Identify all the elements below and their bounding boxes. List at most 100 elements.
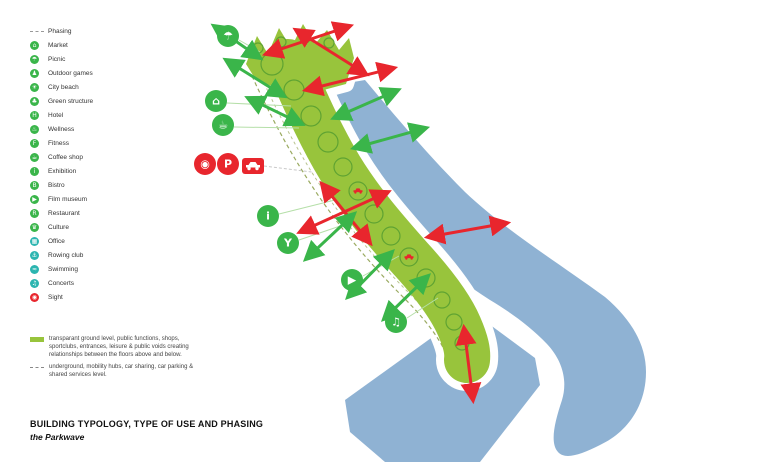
bubble-connector <box>233 126 300 129</box>
mini-car-icons <box>353 188 414 260</box>
program-circle <box>317 131 339 153</box>
svg-text:◉: ◉ <box>200 158 210 171</box>
legend-item-fitness: F Fitness <box>30 136 93 150</box>
svg-text:Y: Y <box>283 237 293 250</box>
legend-label: Outdoor games <box>48 69 93 77</box>
picnic-bubble-icon: ☂ <box>217 25 239 47</box>
svg-text:⌂: ⌂ <box>212 95 220 108</box>
fitness-icon: F <box>30 138 39 148</box>
office-icon: ▦ <box>30 236 39 246</box>
note-text: underground, mobility hubs, car sharing,… <box>49 364 194 379</box>
river-water <box>330 80 646 456</box>
legend-label: Swimming <box>48 265 78 273</box>
wellness-icon: ♨ <box>30 124 39 134</box>
market-icon: ⌂ <box>30 40 39 50</box>
legend-item-outdoor-games: ♟ Outdoor games <box>30 66 93 80</box>
legend-item-picnic: ☂ Picnic <box>30 52 93 66</box>
swimming-icon: ≈ <box>30 264 39 274</box>
legend-item-city-beach: ☀ City beach <box>30 80 93 94</box>
culture-icon: ♛ <box>30 222 39 232</box>
legend-item-hotel: H Hotel <box>30 108 93 122</box>
exhibition-icon: i <box>30 166 39 176</box>
legend-label: Sight <box>48 293 63 301</box>
legend-item-swimming: ≈ Swimming <box>30 262 93 276</box>
legend-label: Green structure <box>48 97 94 105</box>
note-text: transparant ground level, public functio… <box>49 336 189 358</box>
legend-label: Phasing <box>48 27 72 35</box>
legend-label: Exhibition <box>48 167 77 175</box>
hotel-icon: H <box>30 110 39 120</box>
coffee-bubble-icon: ☕ <box>212 114 234 136</box>
legend-item-film-museum: ▶Film museum <box>30 192 93 206</box>
concert-bubble-icon: ♫ <box>385 311 407 333</box>
legend-item-green-structure: ♣ Green structure <box>30 94 93 108</box>
legend-label: Culture <box>48 223 69 231</box>
notes: transparant ground level, public functio… <box>30 336 200 385</box>
program-bubbles: ☂ ⌂ ☕ iY ▶ ♫ ◉ P <box>194 25 407 333</box>
film-museum-bubble-icon: ▶ <box>341 269 363 291</box>
cluster-connector <box>263 165 313 173</box>
legend-label: Concerts <box>48 279 75 287</box>
green-flow-arrow <box>330 87 402 121</box>
green-flow-arrow <box>244 95 306 127</box>
legend-label: Office <box>48 237 65 245</box>
legend-label: Bistro <box>48 181 65 189</box>
coffee-shop-icon: ☕ <box>30 152 39 162</box>
legend-item-bistro: B Bistro <box>30 178 93 192</box>
legend-item-sight: ◉ Sight <box>30 290 93 304</box>
market-bubble-icon: ⌂ <box>205 90 227 112</box>
legend-item-exhibition: i Exhibition <box>30 164 93 178</box>
sight-bubble-icon: ◉ <box>194 153 216 175</box>
city-beach-icon: ☀ <box>30 82 39 92</box>
green-structure-icon: ♣ <box>30 96 39 106</box>
red-flow-arrow <box>301 61 399 97</box>
legend-label: Picnic <box>48 55 66 63</box>
legend-item-office: ▦ Office <box>30 234 93 248</box>
legend-item-coffee-shop: ☕ Coffee shop <box>30 150 93 164</box>
program-circle <box>399 247 419 267</box>
restaurant-icon: R <box>30 208 39 218</box>
ground-level-swatch <box>30 337 44 342</box>
car-sharing-bubble-icon <box>242 158 264 174</box>
bistro-icon: B <box>30 180 39 190</box>
svg-text:P: P <box>224 158 232 171</box>
red-flow-arrow <box>423 215 512 245</box>
phasing-dash-icon <box>30 30 44 32</box>
sight-icon: ◉ <box>30 292 39 302</box>
legend-label: Coffee shop <box>48 153 83 161</box>
rowing-club-icon: ⚓ <box>30 250 39 260</box>
legend: Phasing ⌂ Market ☂ Picnic ♟ Outdoor games ☀ City… <box>30 24 93 304</box>
legend-item-market: ⌂ Market <box>30 38 93 52</box>
red-flow-arrow <box>455 323 482 405</box>
picnic-icon: ☂ <box>30 54 39 64</box>
legend-label: Wellness <box>48 125 75 133</box>
legend-label: Film museum <box>48 195 88 203</box>
legend-label: Hotel <box>48 111 64 119</box>
program-circle <box>445 313 463 331</box>
svg-text:▶: ▶ <box>348 274 357 287</box>
svg-text:☕: ☕ <box>218 119 228 132</box>
legend-label: City beach <box>48 83 79 91</box>
outdoor-games-icon: ♟ <box>30 68 39 78</box>
green-flow-arrow <box>349 122 431 154</box>
note-ground-level: transparant ground level, public functio… <box>30 336 200 359</box>
page-subtitle: the Parkwave <box>30 432 85 442</box>
underground-dash-icon <box>30 367 44 369</box>
legend-label: Market <box>48 41 68 49</box>
program-circle <box>333 157 353 177</box>
legend-item-rowing-club: ⚓Rowing club <box>30 248 93 262</box>
exhibition-bubble-icon: i <box>257 205 279 227</box>
parking-bubble-icon: P <box>217 153 239 175</box>
legend-label: Fitness <box>48 139 69 147</box>
svg-text:i: i <box>266 210 270 223</box>
title-block: BUILDING TYPOLOGY, TYPE OF USE AND PHASI… <box>30 419 263 442</box>
legend-item-phasing: Phasing <box>30 24 93 38</box>
svg-text:☂: ☂ <box>223 30 233 43</box>
green-flow-arrow <box>302 211 358 262</box>
page-title: BUILDING TYPOLOGY, TYPE OF USE AND PHASI… <box>30 419 264 429</box>
legend-item-culture: ♛ Culture <box>30 220 93 234</box>
concerts-icon: ♫ <box>30 278 39 288</box>
